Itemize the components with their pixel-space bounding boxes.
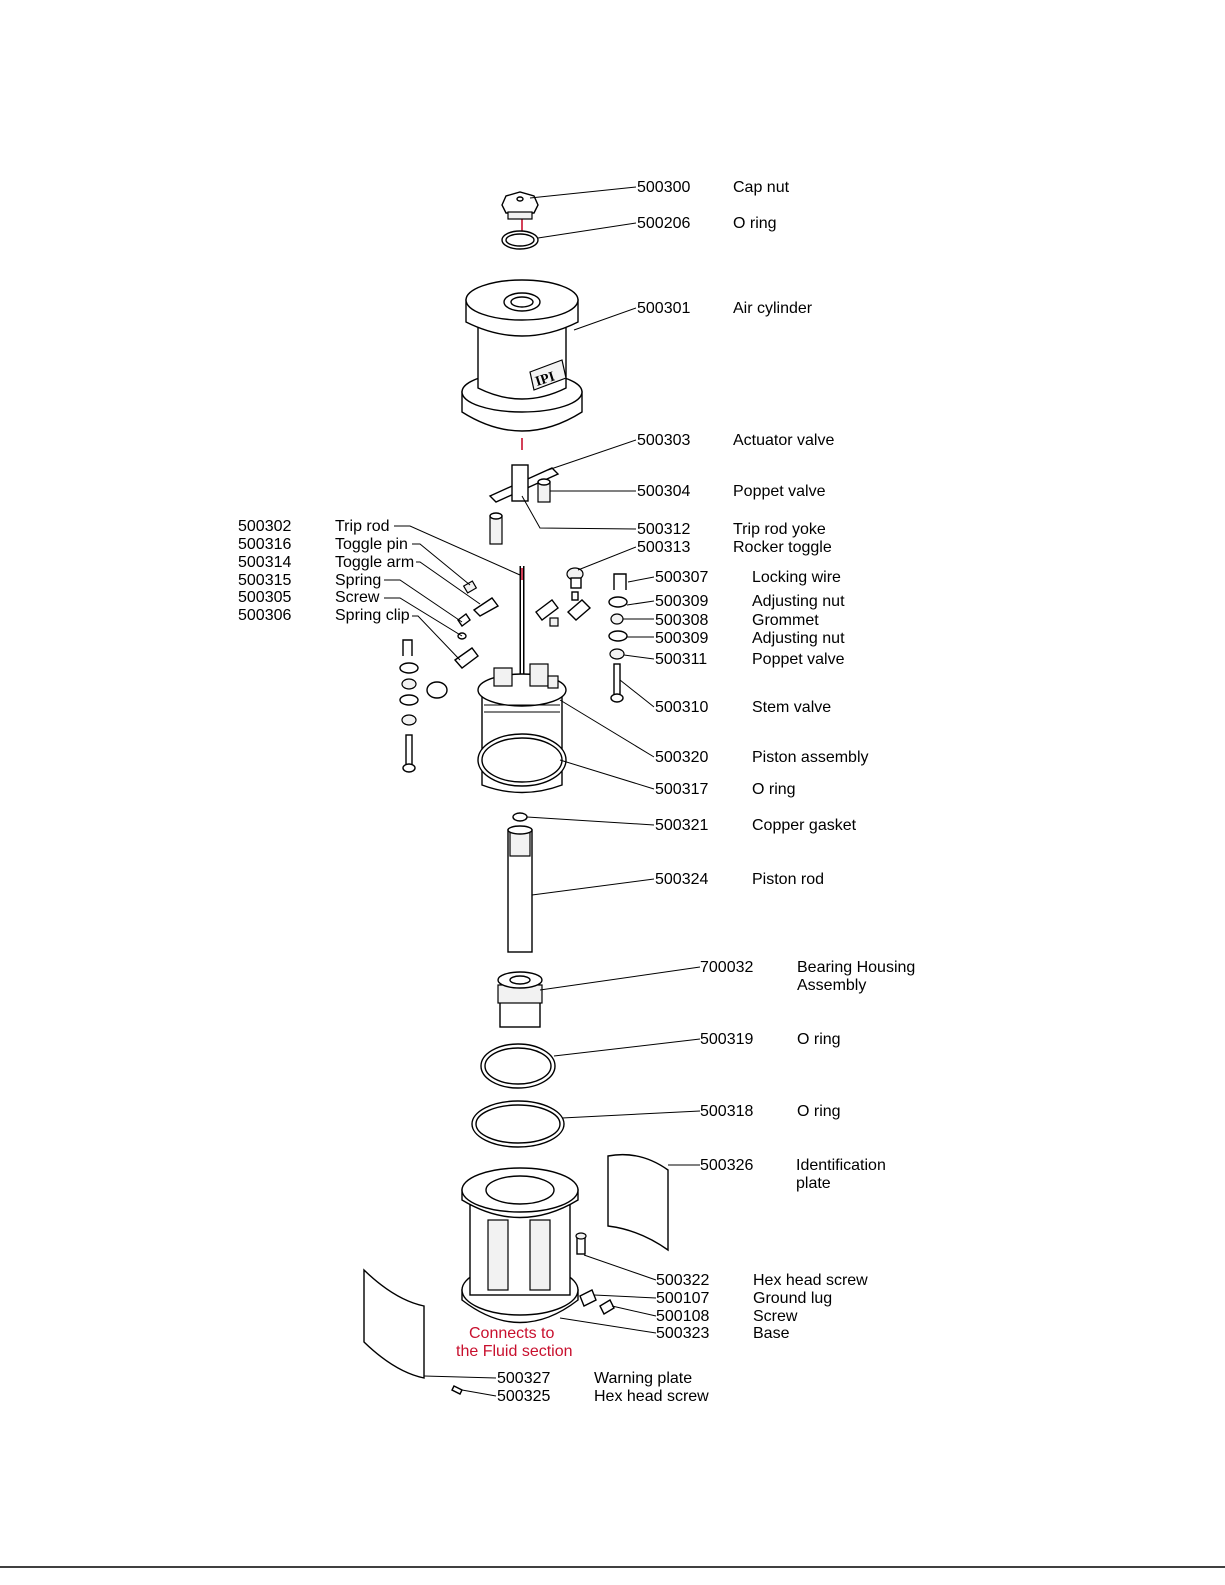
part-number: 500301 xyxy=(637,300,690,317)
base-hardware-drawing xyxy=(575,1232,615,1315)
part-name: Actuator valve xyxy=(733,432,834,449)
part-name: Bearing Housing xyxy=(797,959,915,976)
part-number: 500319 xyxy=(700,1031,753,1048)
part-name: Identification xyxy=(796,1157,886,1174)
warning-plate-drawing xyxy=(363,1268,425,1379)
part-number: 500107 xyxy=(656,1290,709,1307)
part-number: 500316 xyxy=(238,536,291,553)
part-name: Piston rod xyxy=(752,871,824,888)
fluid-section-callout: Connects to the Fluid section xyxy=(456,1325,573,1360)
part-name: Stem valve xyxy=(752,699,831,716)
part-number: 500320 xyxy=(655,749,708,766)
part-number: 500324 xyxy=(655,871,708,888)
part-number: 500307 xyxy=(655,569,708,586)
part-number: 500321 xyxy=(655,817,708,834)
part-name: Locking wire xyxy=(752,569,841,586)
part-number: 500325 xyxy=(497,1388,550,1405)
leader-lines xyxy=(384,186,701,1397)
part-name: Toggle arm xyxy=(335,554,414,571)
part-name: Spring xyxy=(335,572,381,589)
cap-nut-drawing xyxy=(501,191,539,220)
left-part-labels: 500302 Trip rod 500316 Toggle pin 500314… xyxy=(238,518,414,624)
part-name: Screw xyxy=(753,1308,798,1325)
part-name: Cap nut xyxy=(733,179,790,196)
part-name: Trip rod xyxy=(335,518,390,535)
part-name: Spring clip xyxy=(335,607,410,624)
callout-line2: the Fluid section xyxy=(456,1343,573,1360)
left-valve-stack-drawing xyxy=(399,639,448,773)
part-number: 500312 xyxy=(637,521,690,538)
part-name-line2: Assembly xyxy=(797,977,866,994)
part-drawings: IPI xyxy=(363,191,669,1395)
part-labels: 500300 Cap nut 500206 O ring 500301 Air … xyxy=(497,179,915,1405)
part-name: Air cylinder xyxy=(733,300,813,317)
part-name: Poppet valve xyxy=(733,483,826,500)
part-name: Trip rod yoke xyxy=(733,521,826,538)
part-number: 500309 xyxy=(655,630,708,647)
part-number: 500318 xyxy=(700,1103,753,1120)
part-number: 500304 xyxy=(637,483,690,500)
part-number: 500302 xyxy=(238,518,291,535)
part-number: 500305 xyxy=(238,589,291,606)
part-number: 500327 xyxy=(497,1370,550,1387)
part-number: 500323 xyxy=(656,1325,709,1342)
part-name: Grommet xyxy=(752,612,819,629)
part-number: 500306 xyxy=(238,607,291,624)
svg-text:IPI: IPI xyxy=(534,370,557,390)
part-name: Copper gasket xyxy=(752,817,857,834)
hex-head-screw-325-drawing xyxy=(451,1385,463,1395)
part-name: Adjusting nut xyxy=(752,630,845,647)
part-number: 500303 xyxy=(637,432,690,449)
part-number: 500313 xyxy=(637,539,690,556)
actuator-valve-drawing xyxy=(488,464,560,545)
part-name: O ring xyxy=(733,215,777,232)
part-number: 500315 xyxy=(238,572,291,589)
part-name: Poppet valve xyxy=(752,651,845,668)
part-name: Warning plate xyxy=(594,1370,692,1387)
part-number: 500309 xyxy=(655,593,708,610)
base-drawing xyxy=(461,1167,579,1324)
part-number: 500326 xyxy=(700,1157,753,1174)
air-cylinder-drawing: IPI xyxy=(461,279,583,432)
valve-stack-drawing xyxy=(608,573,628,703)
part-number: 500300 xyxy=(637,179,690,196)
part-number: 500317 xyxy=(655,781,708,798)
copper-gasket-drawing xyxy=(512,812,528,822)
part-name: Rocker toggle xyxy=(733,539,832,556)
part-number: 500308 xyxy=(655,612,708,629)
part-name: Hex head screw xyxy=(753,1272,868,1289)
part-name: O ring xyxy=(797,1031,841,1048)
part-number: 500314 xyxy=(238,554,291,571)
identification-plate-drawing xyxy=(607,1153,669,1252)
bearing-housing-drawing xyxy=(497,971,543,1028)
part-name-line2: plate xyxy=(796,1175,831,1192)
part-number: 500311 xyxy=(655,651,707,668)
part-name: Base xyxy=(753,1325,790,1342)
piston-assembly-drawing xyxy=(477,663,567,794)
toggle-parts-drawing xyxy=(453,580,592,669)
part-name: O ring xyxy=(752,781,796,798)
piston-rod-drawing xyxy=(507,825,533,953)
part-number: 700032 xyxy=(700,959,753,976)
part-name: Screw xyxy=(335,589,380,606)
part-number: 500310 xyxy=(655,699,708,716)
part-name: Ground lug xyxy=(753,1290,832,1307)
part-name: Adjusting nut xyxy=(752,593,845,610)
part-name: Toggle pin xyxy=(335,536,408,553)
part-number: 500322 xyxy=(656,1272,709,1289)
part-number: 500108 xyxy=(656,1308,709,1325)
callout-line1: Connects to xyxy=(469,1325,554,1342)
part-number: 500206 xyxy=(637,215,690,232)
part-name: Piston assembly xyxy=(752,749,869,766)
rocker-toggle-drawing xyxy=(566,567,584,589)
part-name: Hex head screw xyxy=(594,1388,709,1405)
part-name: O ring xyxy=(797,1103,841,1120)
